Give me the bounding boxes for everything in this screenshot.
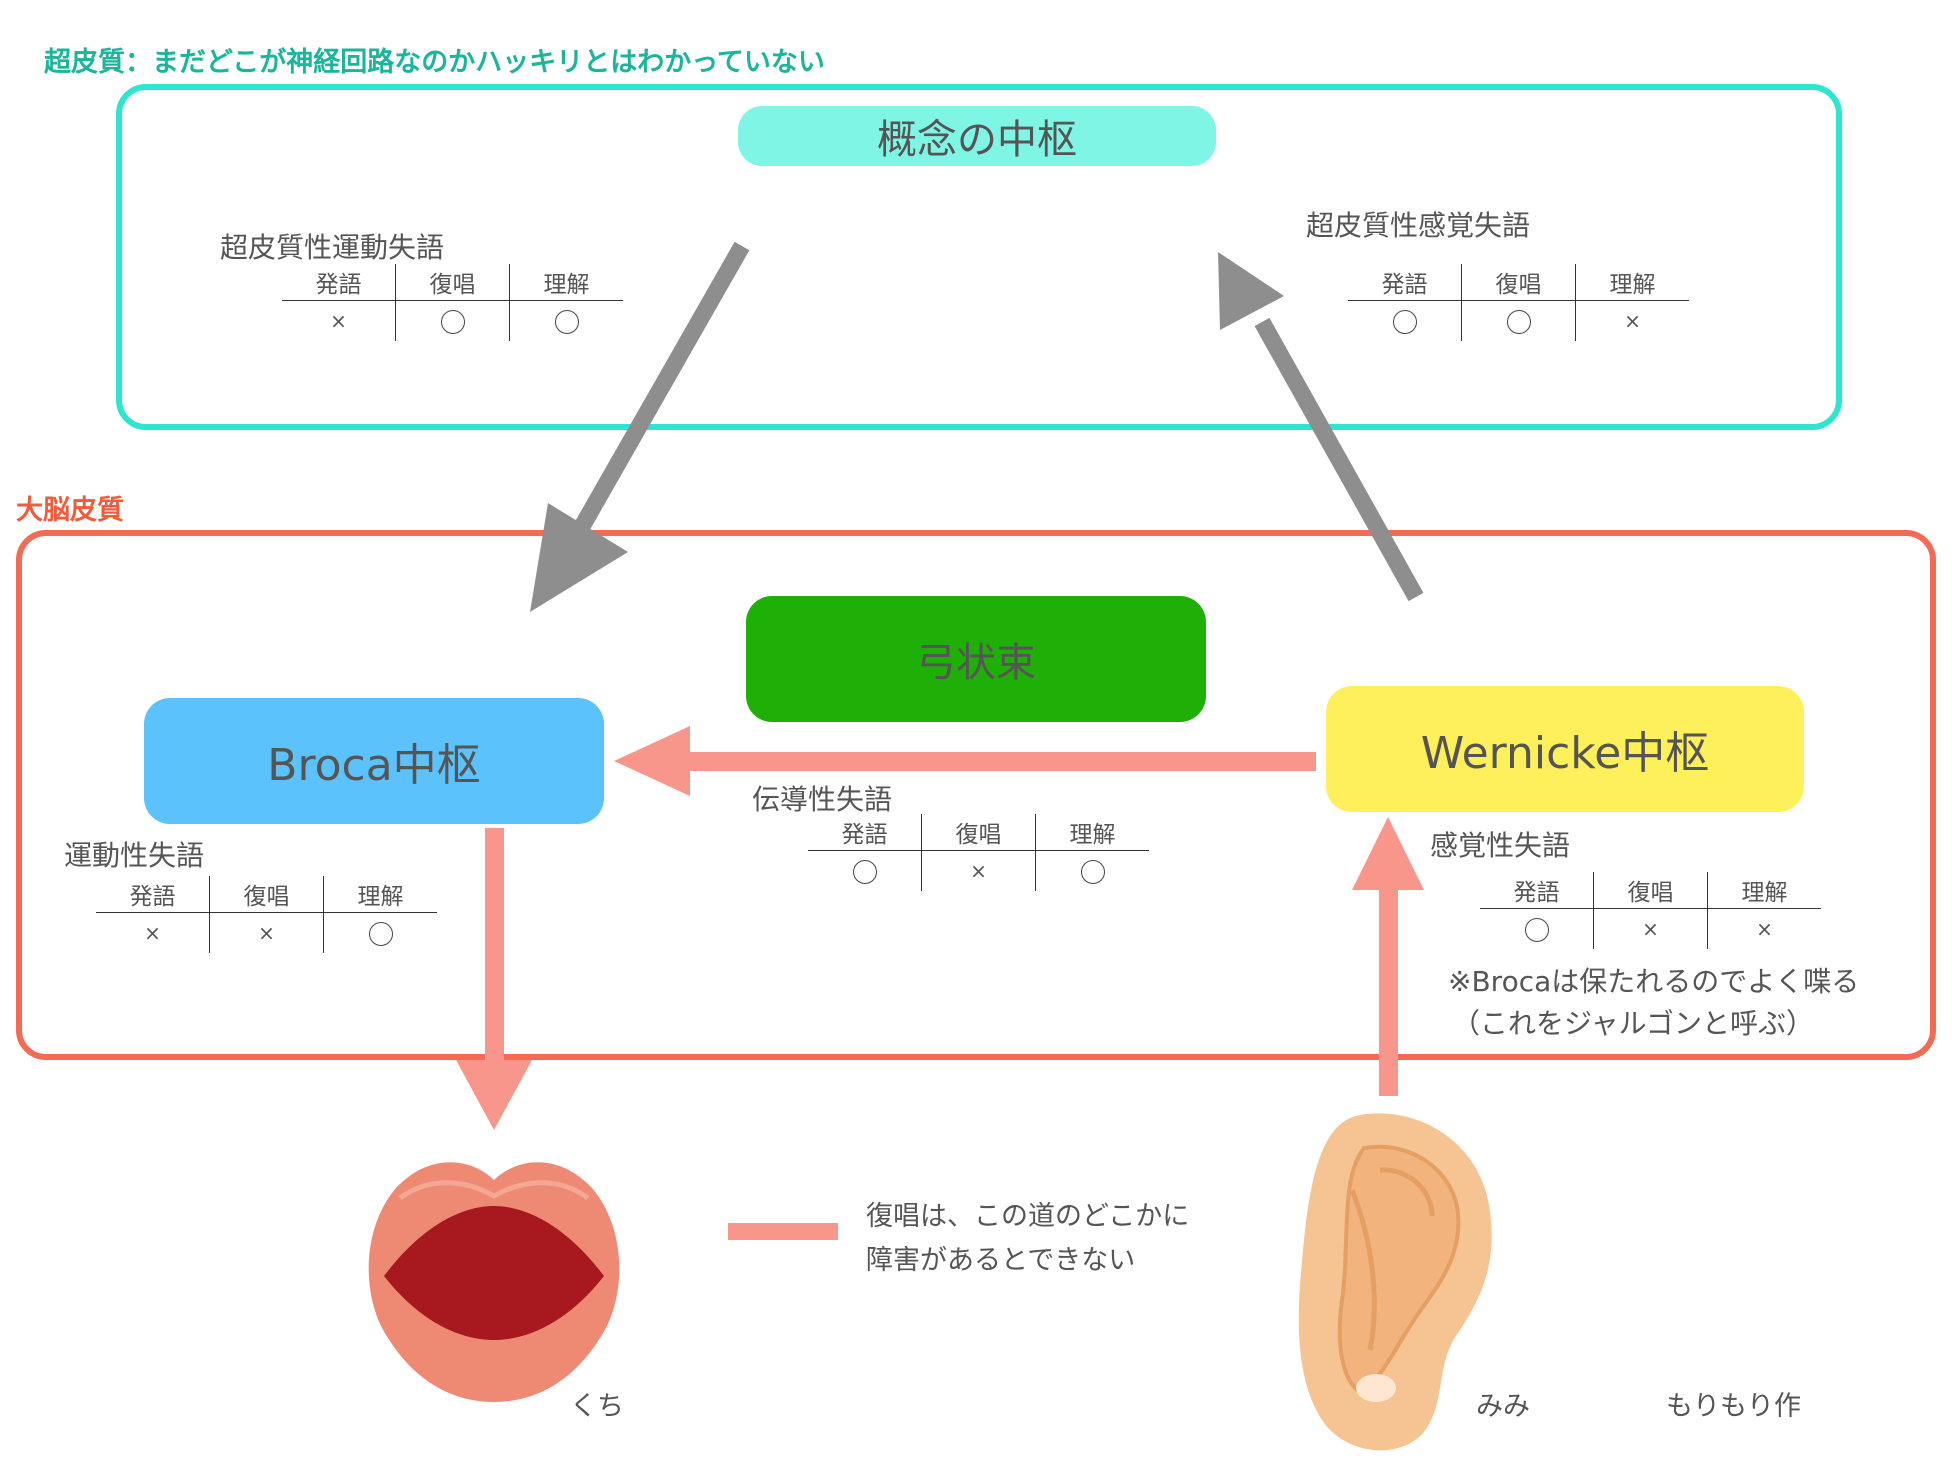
- speech-value: [1348, 301, 1462, 342]
- legend-line2: 障害があるとできない: [866, 1245, 1136, 1276]
- concept-center-label: 概念の中枢: [877, 117, 1077, 163]
- arcuate-fasciculus-label: 弓状束: [916, 640, 1036, 686]
- jargon-note-line1: ※Brocaは保たれるのでよく喋る: [1448, 965, 1860, 998]
- comprehension-value: [323, 912, 437, 953]
- conduction-aphasia-title: 伝導性失語: [752, 783, 893, 816]
- jargon-note-line2: （これをジャルゴンと呼ぶ）: [1452, 1007, 1815, 1040]
- transcortical-motor-aphasia-table: 発語 復唱 理解 ×: [282, 264, 623, 341]
- motor-aphasia-title: 運動性失語: [64, 839, 205, 872]
- header-repetition: 復唱: [921, 814, 1036, 851]
- concept-to-broca-arrow: [530, 241, 750, 612]
- conduction-aphasia-table: 発語 復唱 理解 ×: [808, 814, 1149, 891]
- transcortical-sensory-aphasia-table: 発語 復唱 理解 ×: [1348, 264, 1689, 341]
- header-repetition: 復唱: [209, 876, 324, 913]
- header-speech: 発語: [1480, 872, 1594, 909]
- impaired-cross-mark: ×: [144, 921, 161, 945]
- ear-illustration: [1298, 1113, 1492, 1451]
- preserved-circle-mark: [1392, 309, 1417, 334]
- broca-center-box: Broca中枢: [144, 698, 604, 824]
- preserved-circle-mark: [1524, 917, 1549, 942]
- repetition-path-legend-swatch: [728, 1223, 838, 1240]
- comprehension-value: [509, 300, 623, 341]
- transcortical-region-box: [116, 84, 1842, 430]
- speech-value: ×: [96, 913, 210, 954]
- cerebral-cortex-label: 大脳皮質: [16, 495, 124, 526]
- cerebral-cortex-box: [16, 530, 1936, 1060]
- impaired-cross-mark: ×: [1642, 917, 1659, 941]
- sensory-aphasia-table: 発語 復唱 理解 × ×: [1480, 872, 1821, 949]
- preserved-circle-mark: [852, 859, 877, 884]
- header-repetition: 復唱: [395, 264, 510, 301]
- arcuate-fasciculus-box: 弓状束: [746, 596, 1206, 722]
- repetition-value: ×: [209, 912, 324, 953]
- repetition-value: ×: [921, 850, 1036, 891]
- header-speech: 発語: [282, 264, 396, 301]
- header-speech: 発語: [96, 876, 210, 913]
- preserved-circle-mark: [554, 309, 579, 334]
- mouth-label: くち: [570, 1391, 624, 1422]
- wernicke-to-concept-arrow: [1218, 252, 1424, 602]
- preserved-circle-mark: [368, 921, 393, 946]
- author-credit: もりもり作: [1666, 1391, 1801, 1422]
- impaired-cross-mark: ×: [970, 859, 987, 883]
- header-repetition: 復唱: [1593, 872, 1708, 909]
- impaired-cross-mark: ×: [1756, 917, 1773, 941]
- speech-value: ×: [282, 301, 396, 342]
- transcortical-region-label: 超皮質：まだどこが神経回路なのかハッキリとはわかっていない: [44, 47, 825, 78]
- header-comprehension: 理解: [1575, 264, 1689, 301]
- header-comprehension: 理解: [1707, 872, 1821, 909]
- legend-line1: 復唱は、この道のどこかに: [866, 1201, 1190, 1232]
- broca-to-mouth-path: [456, 828, 532, 1130]
- transcortical-motor-aphasia-title: 超皮質性運動失語: [220, 231, 445, 264]
- speech-value: [1480, 909, 1594, 950]
- transcortical-sensory-aphasia-title: 超皮質性感覚失語: [1306, 209, 1531, 242]
- header-comprehension: 理解: [1035, 814, 1149, 851]
- preserved-circle-mark: [440, 309, 465, 334]
- sensory-aphasia-title: 感覚性失語: [1430, 829, 1571, 862]
- impaired-cross-mark: ×: [258, 921, 275, 945]
- header-repetition: 復唱: [1461, 264, 1576, 301]
- comprehension-value: ×: [1575, 300, 1689, 341]
- comprehension-value: ×: [1707, 908, 1821, 949]
- ear-label: みみ: [1476, 1391, 1530, 1422]
- preserved-circle-mark: [1080, 859, 1105, 884]
- repetition-value: [1461, 300, 1576, 341]
- motor-aphasia-table: 発語 復唱 理解 × ×: [96, 876, 437, 953]
- ear-to-wernicke-path: [1352, 817, 1424, 1096]
- impaired-cross-mark: ×: [1624, 309, 1641, 333]
- wernicke-center-label: Wernicke中枢: [1420, 728, 1710, 779]
- speech-value: [808, 851, 922, 892]
- comprehension-value: [1035, 850, 1149, 891]
- concept-center-box: 概念の中枢: [738, 106, 1216, 166]
- header-speech: 発語: [1348, 264, 1462, 301]
- wernicke-to-broca-path: [614, 726, 1316, 796]
- header-speech: 発語: [808, 814, 922, 851]
- mouth-illustration: [368, 1162, 620, 1402]
- repetition-value: ×: [1593, 908, 1708, 949]
- broca-center-label: Broca中枢: [267, 740, 481, 791]
- header-comprehension: 理解: [509, 264, 623, 301]
- wernicke-center-box: Wernicke中枢: [1326, 686, 1804, 812]
- impaired-cross-mark: ×: [330, 309, 347, 333]
- preserved-circle-mark: [1506, 309, 1531, 334]
- repetition-value: [395, 300, 510, 341]
- header-comprehension: 理解: [323, 876, 437, 913]
